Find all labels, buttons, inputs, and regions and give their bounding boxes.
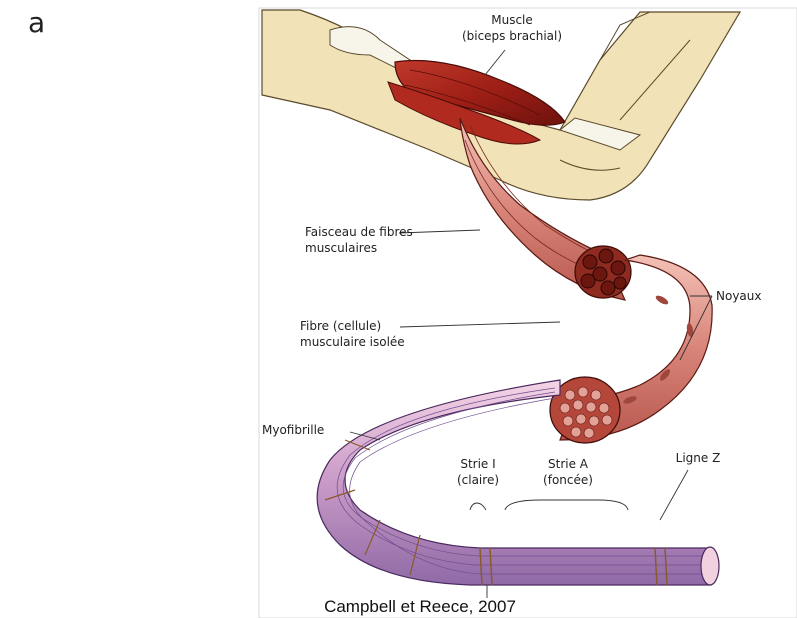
label-muscle: Muscle <box>491 13 533 27</box>
label-muscle-biceps: (biceps brachial) <box>462 29 562 43</box>
label-band-i: Strie I <box>460 457 495 471</box>
label-myofibril: Myofibrille <box>262 423 324 437</box>
label-fiber-2: musculaire isolée <box>300 335 405 349</box>
label-nuclei: Noyaux <box>716 289 761 303</box>
label-band-i-2: (claire) <box>457 473 499 487</box>
credit-citation: Campbell et Reece, 2007 <box>324 597 516 616</box>
label-fiber: Fibre (cellule) <box>300 319 381 333</box>
label-fascicle: Faisceau de fibres <box>305 225 413 239</box>
label-band-a: Strie A <box>548 457 589 471</box>
label-fascicle-2: musculaires <box>305 241 377 255</box>
label-band-a-2: (foncée) <box>543 473 593 487</box>
label-z-line: Ligne Z <box>676 451 721 465</box>
